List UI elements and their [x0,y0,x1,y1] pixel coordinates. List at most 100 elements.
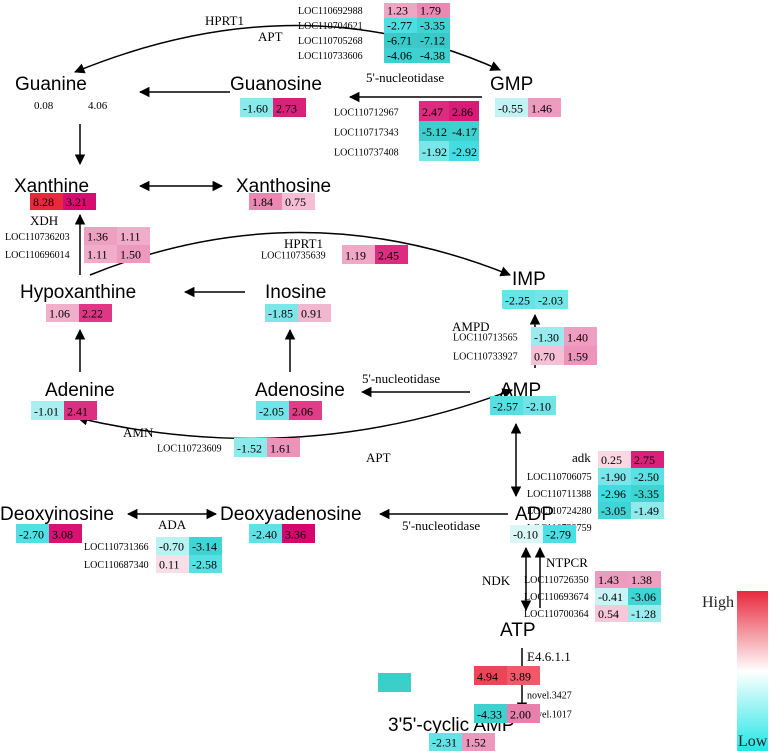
heat-cell [84,227,117,245]
heat-cell [531,346,564,365]
heat-cell-value: -2.57 [493,399,518,413]
teal-swatch [378,673,411,692]
heat-cell [510,525,543,543]
heat-cell [189,555,222,573]
heat-cell-value: 3.21 [66,195,87,209]
heat-cell [535,290,568,309]
heatmap-hypoxanthine: 1.06 2.22 [46,304,112,322]
heat-cell [490,396,523,415]
heat-cell [16,524,49,543]
heat-cell [523,396,556,415]
metabolite-xanthine: Xanthine [14,176,89,197]
metabolite-imp: IMP [512,269,546,290]
heat-cell-value: -0.55 [498,101,523,115]
heat-cell-value: 1.11 [120,230,141,244]
gene-label: LOC110713565 [453,333,518,344]
heat-cell [598,502,631,519]
heat-cell-value: -2.77 [387,18,412,32]
heat-cell-value: -1.90 [601,470,626,484]
enzyme-ntpcr: NTPCR [546,555,588,570]
heat-cell [249,193,282,210]
heat-cell-value: -3.14 [192,540,217,554]
heat-cell-value: 1.50 [120,248,141,262]
heat-cell [507,704,540,723]
heat-cell-value: 2.47 [422,105,443,119]
heat-cell-value: -2.50 [634,470,659,484]
heat-cell [502,290,535,309]
gene-label: LOC110711388 [527,489,591,500]
heat-cell [79,304,112,322]
enzyme-hprt1-top: HPRT1 [205,13,244,28]
heat-cell-value: 1.06 [49,307,70,321]
heat-cell [384,3,417,18]
heat-cell [49,524,82,543]
heat-cell [267,438,300,457]
heat-cell [628,605,661,622]
heat-cell [298,304,331,322]
heat-cell-value: -1.85 [268,307,293,321]
legend-low-label: Low [738,733,768,750]
heat-cell-value: -2.40 [252,527,277,541]
heat-cell-value: -3.35 [420,18,445,32]
heat-cell [234,438,267,457]
metabolite-inosine: Inosine [265,282,326,303]
heat-cell [595,588,628,605]
heat-cell [384,18,417,33]
heat-cell [117,227,150,245]
heat-cell-value: -4.38 [420,48,445,62]
gene-label: LOC110706075 [527,472,592,483]
heat-cell [449,101,479,121]
heat-cell [375,245,408,264]
heat-cell-value: 2.45 [378,248,399,262]
color-legend: High Low [702,591,768,751]
heatmap-imp: -2.25-2.03 [502,290,568,309]
legend-high-label: High [702,594,734,611]
heat-cell-value: -4.06 [387,48,412,62]
heat-cell-value: 2.75 [634,453,655,467]
heat-cell-value: -1.49 [634,504,659,518]
heat-cell [628,588,661,605]
heat-cell [531,327,564,346]
heat-cell-value: 1.36 [87,230,108,244]
gene-label: LOC110717343 [334,127,399,138]
heat-cell [631,468,664,485]
metabolite-adp: ADP [515,504,554,525]
heatmap-amp: -2.57-2.10 [490,396,556,415]
heat-cell [384,33,417,48]
metabolite-amp: AMP [500,380,541,401]
heat-cell-value: -2.92 [452,145,477,159]
metabolite-atp: ATP [500,620,536,641]
heat-cell-value: -2.31 [432,736,457,750]
heat-cell [419,121,449,141]
heat-cell [117,245,150,263]
heat-cell-value: -0.10 [513,528,538,542]
gene-label: LOC110700364 [524,609,589,620]
heat-cell [631,451,664,468]
heat-cell-value: 1.43 [598,573,619,587]
heat-cell [30,193,63,210]
gene-label: LOC110724280 [527,506,592,517]
enzyme-apt-top: APT [258,29,283,44]
heat-cell-value: -6.71 [387,33,412,47]
metabolite-deoxyadenosine: Deoxyadenosine [220,504,362,525]
heat-cell-value: 3.36 [285,527,306,541]
heat-cell [342,245,375,264]
enzyme-ampd: AMPD [452,319,490,334]
heat-cell-value: 2.86 [452,105,473,119]
heat-cell-value: -2.58 [192,558,217,572]
heat-cell [631,485,664,502]
heat-cell [628,571,661,588]
heatmap-adp: -0.10-2.79 [510,525,576,543]
heat-cell-value: 0.25 [601,453,622,467]
heat-cell-value: 2.22 [82,307,103,321]
